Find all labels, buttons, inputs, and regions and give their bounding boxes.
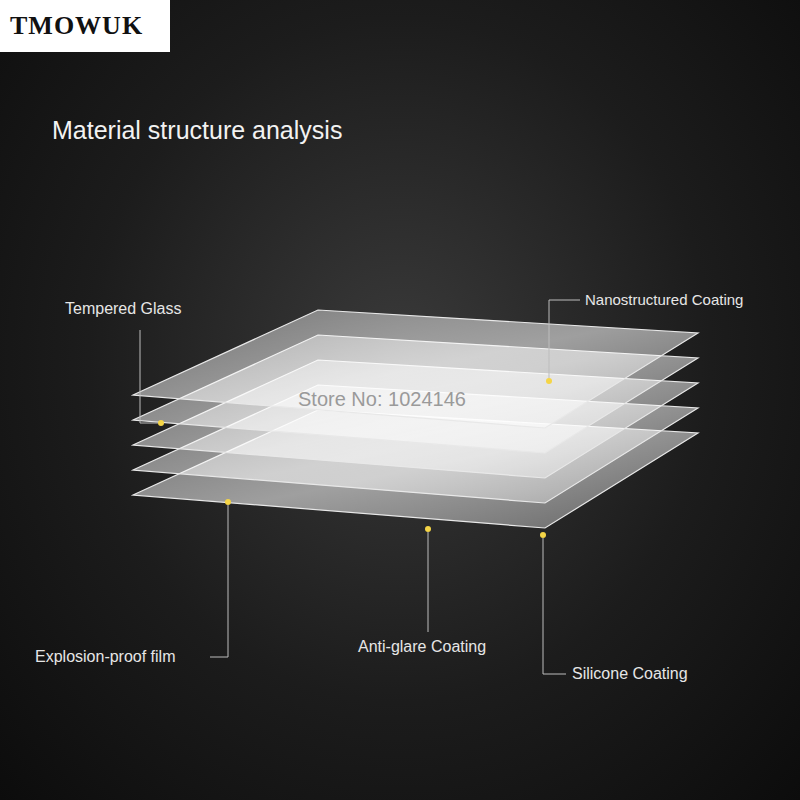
part-label: Silicone Coating: [572, 665, 688, 683]
leader-dots: [158, 378, 552, 538]
glass-layer: [133, 310, 698, 428]
logo-text: TMOWUK: [10, 11, 160, 41]
part-label: Nanostructured Coating: [585, 291, 743, 308]
diagram-title: Material structure analysis: [52, 116, 342, 145]
part-label: Explosion-proof film: [35, 648, 176, 666]
glass-layers: [133, 310, 698, 528]
part-label: Anti-glare Coating: [358, 638, 486, 656]
leader-lines: [140, 300, 580, 674]
watermark: Store No: 1024146: [298, 388, 466, 411]
part-label: Tempered Glass: [65, 300, 182, 318]
logo-box: TMOWUK: [0, 0, 170, 52]
